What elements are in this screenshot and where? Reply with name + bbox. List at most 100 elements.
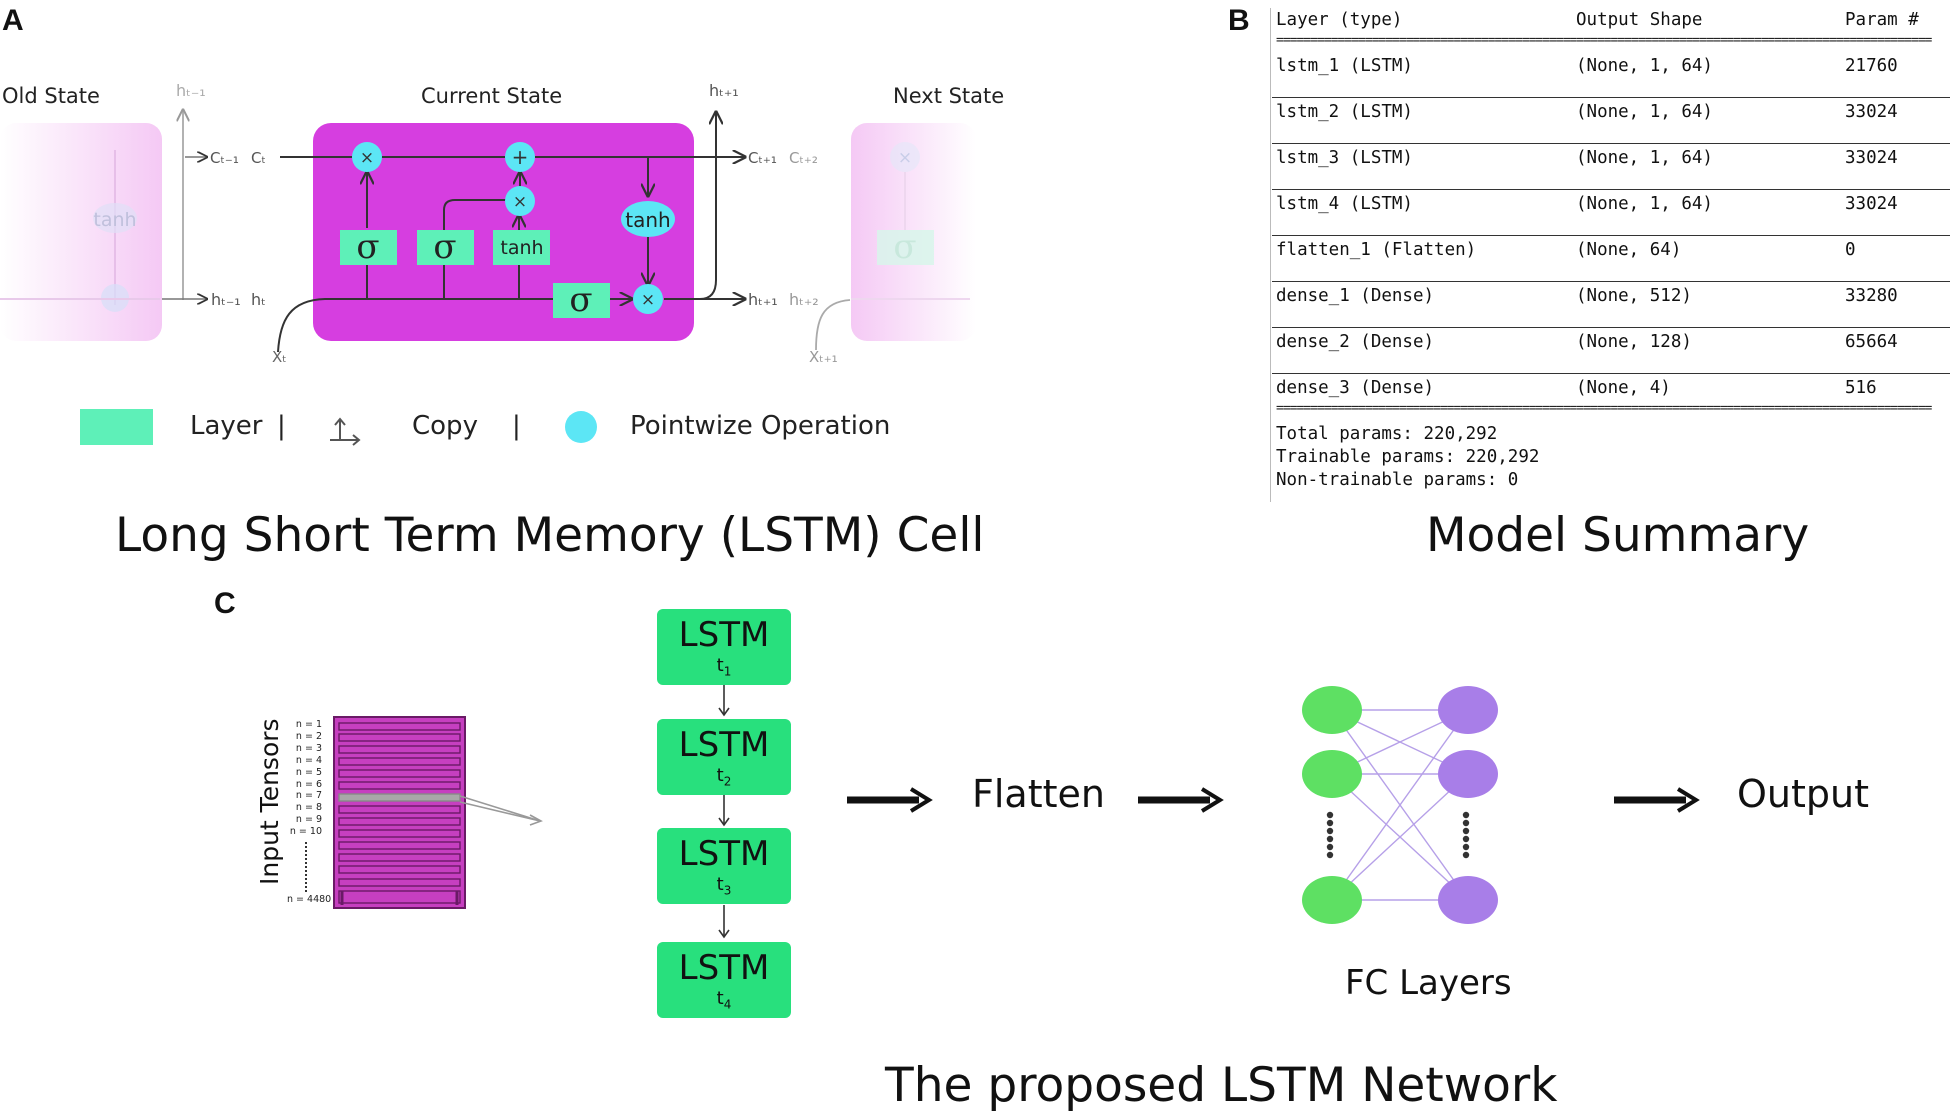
row-shape: (None, 4) xyxy=(1576,378,1671,398)
row-params: 33024 xyxy=(1845,102,1898,122)
panel-b-caption: Model Summary xyxy=(1426,508,1810,563)
row-layer: dense_1 (Dense) xyxy=(1276,286,1435,306)
current-state-label: Current State xyxy=(421,84,563,108)
h-t-label: hₜ xyxy=(251,290,266,309)
panel-b-letter: B xyxy=(1228,4,1250,37)
row-shape: (None, 1, 64) xyxy=(1576,56,1713,76)
svg-text:×: × xyxy=(898,148,912,168)
legend-separator-2: | xyxy=(512,411,521,441)
c-t-label: Cₜ xyxy=(251,149,266,167)
timestep-sub: 3 xyxy=(723,883,732,898)
svg-text:tanh: tanh xyxy=(93,209,136,231)
timestep-sub: 4 xyxy=(723,997,732,1012)
panel-c-letter: C xyxy=(214,587,236,620)
timestep-t: t xyxy=(716,765,724,786)
row-divider xyxy=(1272,235,1950,236)
h-prev-label: hₜ₋₁ xyxy=(211,290,241,309)
cell-add-op: + xyxy=(512,145,529,169)
n-label: n = 4 xyxy=(295,754,322,766)
header-output-shape: Output Shape xyxy=(1576,10,1703,30)
timestep-sub: 2 xyxy=(723,774,732,789)
n-label: n = 1 xyxy=(295,719,322,730)
n-last-label: n = 4480 xyxy=(287,894,332,905)
row-layer: flatten_1 (Flatten) xyxy=(1276,240,1477,260)
c-prev-label: Cₜ₋₁ xyxy=(210,149,239,167)
row-params: 516 xyxy=(1845,378,1877,398)
lstm-block-label: LSTM xyxy=(678,948,770,988)
svg-text:σ: σ xyxy=(893,227,916,267)
n-label: n = 8 xyxy=(295,802,322,814)
row-shape: (None, 64) xyxy=(1576,240,1682,260)
output-gate-sigma: σ xyxy=(569,280,592,320)
flatten-label: Flatten xyxy=(972,772,1105,816)
input-multiply-op: × xyxy=(513,192,527,212)
input-tensors-label: Input Tensors xyxy=(255,718,284,885)
n-label: n = 2 xyxy=(295,730,322,742)
non-trainable-params: Non-trainable params: 0 xyxy=(1276,470,1519,490)
forget-gate-sigma: σ xyxy=(356,227,379,267)
output-tanh-op: tanh xyxy=(625,208,670,232)
row-params: 33280 xyxy=(1845,286,1898,306)
row-layer: dense_2 (Dense) xyxy=(1276,332,1435,352)
legend-pointwise-swatch xyxy=(565,411,597,443)
row-params: 33024 xyxy=(1845,194,1898,214)
row-params: 65664 xyxy=(1845,332,1898,352)
lstm-block-label: LSTM xyxy=(678,725,770,765)
header-param-count: Param # xyxy=(1845,10,1919,30)
output-label: Output xyxy=(1737,772,1869,816)
model-summary-left-border xyxy=(1270,8,1271,502)
header-double-rule: ========================================… xyxy=(1276,37,1932,47)
h-prev-top-label: hₜ₋₁ xyxy=(176,81,206,100)
arrow-to-flatten xyxy=(847,787,933,813)
lstm-block-timestep: t2 xyxy=(657,765,791,789)
n-label: n = 5 xyxy=(295,766,322,778)
output-multiply-op: × xyxy=(641,290,655,310)
lstm-block-label: LSTM xyxy=(678,834,770,874)
lstm-block-t3: LSTM t3 xyxy=(657,828,791,904)
legend-separator-1: | xyxy=(277,411,286,441)
row-divider xyxy=(1272,97,1950,98)
fc-layers-network xyxy=(1302,686,1498,924)
c-next-label: Cₜ₊₁ xyxy=(748,149,777,167)
n-label: n = 9 xyxy=(295,814,322,826)
n-label: n = 7 xyxy=(295,790,322,802)
x-t-label: Xₜ xyxy=(272,348,287,366)
trainable-params: Trainable params: 220,292 xyxy=(1276,447,1540,467)
row-divider xyxy=(1272,373,1950,374)
lstm-block-t4: LSTM t4 xyxy=(657,942,791,1018)
legend-copy-label: Copy xyxy=(412,411,478,441)
row-shape: (None, 1, 64) xyxy=(1576,148,1713,168)
row-divider xyxy=(1272,327,1950,328)
c-next2-label: Cₜ₊₂ xyxy=(789,149,818,167)
copy-icon xyxy=(330,417,361,446)
h-next2-label: hₜ₊₂ xyxy=(789,290,819,309)
n-label: n = 6 xyxy=(295,778,322,790)
h-next-label: hₜ₊₁ xyxy=(748,290,778,309)
panel-a-caption: Long Short Term Memory (LSTM) Cell xyxy=(115,508,985,563)
row-shape: (None, 1, 64) xyxy=(1576,102,1713,122)
row-params: 21760 xyxy=(1845,56,1898,76)
fc-layers-label: FC Layers xyxy=(1345,963,1512,1003)
panel-c-caption: The proposed LSTM Network xyxy=(885,1058,1558,1113)
x-next-label: Xₜ₊₁ xyxy=(809,348,838,366)
lstm-cell-diagram: tanh hₜ₋₁ Cₜ₋₁ Cₜ hₜ₋₁ hₜ Xₜ σ σ tanh σ … xyxy=(0,81,976,366)
timestep-t: t xyxy=(716,655,724,676)
lstm-block-label: LSTM xyxy=(678,615,770,655)
old-state-label: Old State xyxy=(2,84,100,108)
lstm-block-timestep: t4 xyxy=(657,988,791,1012)
row-layer: dense_3 (Dense) xyxy=(1276,378,1435,398)
row-divider xyxy=(1272,189,1950,190)
forget-multiply-op: × xyxy=(360,148,374,168)
row-layer: lstm_3 (LSTM) xyxy=(1276,148,1413,168)
legend-layer-swatch xyxy=(80,409,153,445)
input-gate-sigma: σ xyxy=(433,227,456,267)
n-labels: n = 1 n = 2 n = 3 n = 4 n = 5 n = 6 n = … xyxy=(288,719,322,838)
total-params: Total params: 220,292 xyxy=(1276,424,1498,444)
legend-pointwise-label: Pointwize Operation xyxy=(630,411,891,441)
next-state-cell: × σ xyxy=(851,123,976,341)
h-next-top-label: hₜ₊₁ xyxy=(709,81,739,100)
timestep-t: t xyxy=(716,874,724,895)
next-state-label: Next State xyxy=(893,84,1005,108)
row-layer: lstm_2 (LSTM) xyxy=(1276,102,1413,122)
row-divider xyxy=(1272,281,1950,282)
